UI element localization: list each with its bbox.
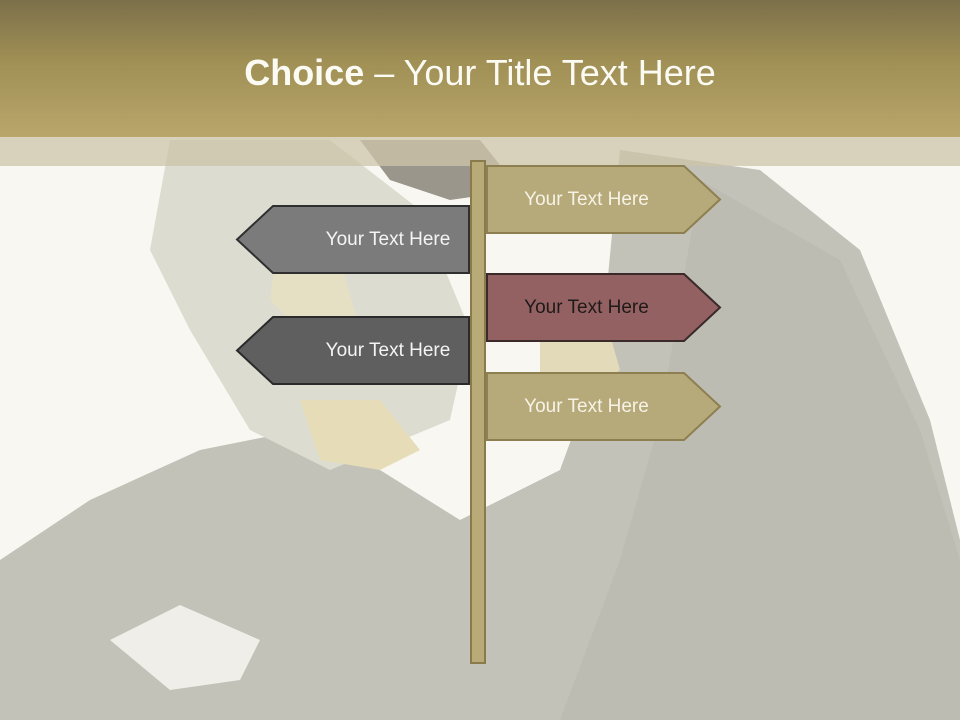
sign-right-3-label: Your Text Here — [524, 395, 649, 417]
sign-left-2-label: Your Text Here — [325, 339, 451, 361]
slide-title: Choice – Your Title Text Here — [0, 52, 960, 94]
sign-right-1-label: Your Text Here — [524, 188, 649, 210]
slide-title-bold: Choice — [244, 52, 365, 93]
sign-left-2[interactable]: Your Text Here — [235, 316, 470, 385]
title-band — [0, 0, 960, 137]
slide-title-rest: – Your Title Text Here — [364, 52, 716, 93]
sign-right-1[interactable]: Your Text Here — [486, 165, 722, 234]
signpost-pole — [470, 160, 486, 664]
sign-left-1[interactable]: Your Text Here — [235, 205, 470, 274]
sign-left-1-label: Your Text Here — [325, 228, 451, 250]
sign-right-3[interactable]: Your Text Here — [486, 372, 722, 441]
sign-right-2[interactable]: Your Text Here — [486, 273, 722, 342]
sign-right-2-label: Your Text Here — [524, 296, 649, 318]
